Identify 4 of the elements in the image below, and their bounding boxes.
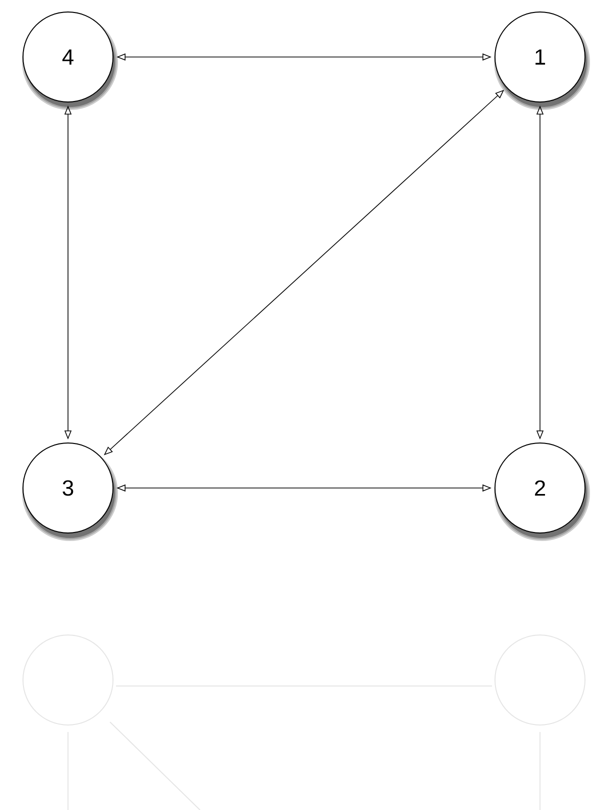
circle-node: 4	[22, 12, 118, 110]
circle-node: 1	[494, 12, 590, 110]
circle-node: 2	[494, 442, 590, 541]
circle-node: 3	[22, 442, 118, 541]
